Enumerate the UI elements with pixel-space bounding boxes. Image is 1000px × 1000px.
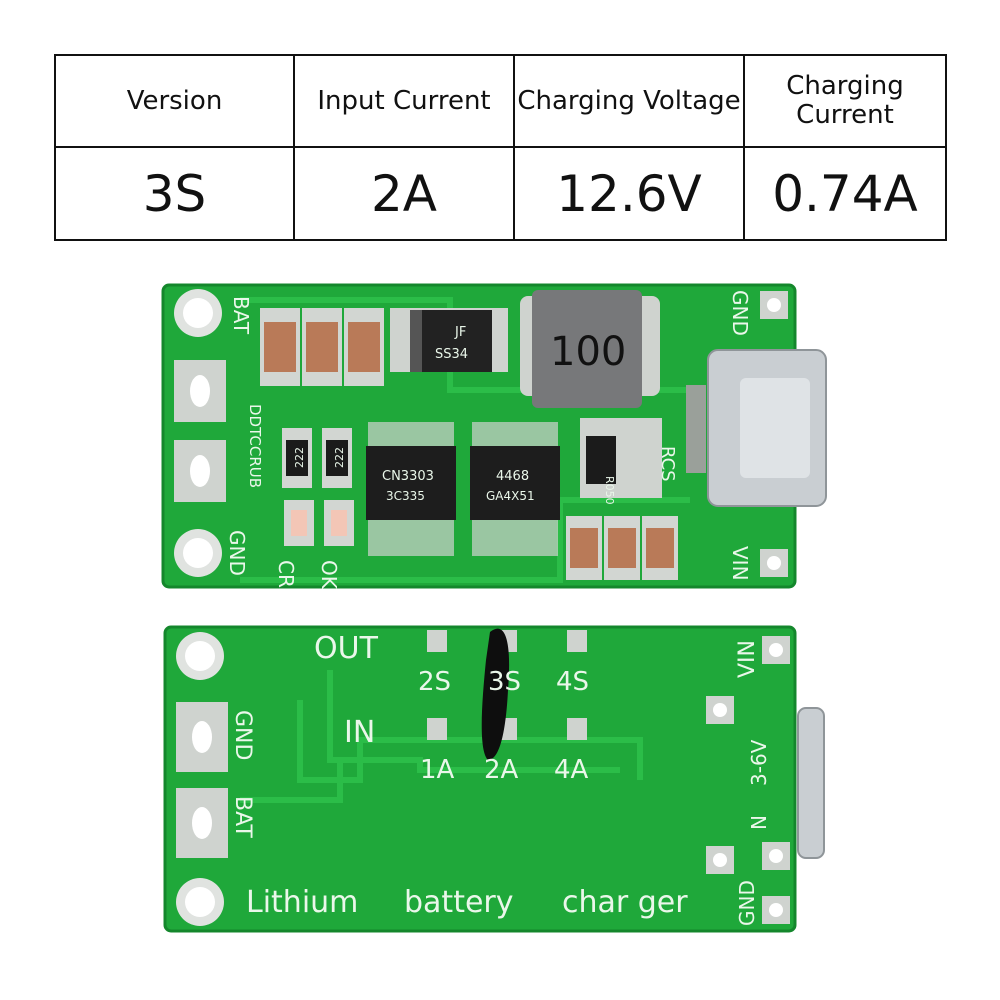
bottom-label-4s: 4S — [556, 667, 589, 697]
bottom-label-vin: VIN — [735, 640, 760, 678]
top-label-vin: VIN — [728, 546, 752, 581]
bottom-label-4a: 4A — [554, 755, 589, 785]
bottom-label-out: OUT — [314, 631, 379, 666]
bottom-slogan-3: char ger — [562, 885, 688, 920]
value-charging-voltage: 12.6V — [513, 146, 745, 241]
value-version: 3S — [54, 146, 295, 241]
top-label-gnd-left: GND — [225, 530, 249, 576]
bottom-label-2a: 2A — [484, 755, 519, 785]
capacitor-group-top — [260, 308, 384, 386]
diode-marking-2: SS34 — [435, 347, 468, 362]
top-label-ok: OK — [317, 560, 341, 590]
top-label-cr: CR — [274, 560, 298, 588]
bottom-slogan-2: battery — [404, 885, 514, 920]
header-charging-current: Charging Current — [743, 54, 947, 148]
board-top: JF SS34 100 222 222 CN3303 — [161, 283, 827, 590]
diode-marking-1: JF — [454, 325, 466, 340]
bottom-label-gnd-left: GND — [230, 710, 255, 760]
chip-cn3303: CN3303 3C335 — [366, 422, 456, 556]
bottom-slogan-1: Lithium — [246, 885, 358, 920]
spec-table-value-row: 3S 2A 12.6V 0.74A — [54, 146, 947, 241]
header-input-current: Input Current — [293, 54, 515, 148]
bottom-label-1a: 1A — [420, 755, 455, 785]
inductor: 100 — [520, 290, 660, 408]
bottom-label-gnd-right: GND — [735, 880, 759, 926]
top-label-gnd-right: GND — [728, 290, 752, 336]
bottom-label-in: IN — [344, 715, 375, 750]
chip-4468: 4468 GA4X51 — [470, 422, 560, 556]
bottom-label-2s: 2S — [418, 667, 451, 697]
diode-ss34: JF SS34 — [390, 308, 508, 372]
solder-bridge — [481, 628, 510, 760]
resistor-pair: 222 222 — [282, 428, 352, 488]
value-input-current: 2A — [293, 146, 515, 241]
bottom-label-bat: BAT — [230, 796, 255, 838]
inductor-marking: 100 — [550, 329, 626, 375]
resistor-marking-1: 222 — [293, 447, 306, 468]
header-charging-voltage: Charging Voltage — [513, 54, 745, 148]
bottom-label-n: N — [747, 815, 771, 830]
spec-table-header-row: Version Input Current Charging Voltage C… — [54, 54, 947, 148]
spec-table: Version Input Current Charging Voltage C… — [54, 54, 947, 241]
chip2-marking-2: GA4X51 — [486, 489, 535, 503]
sense-resistor: R050 — [580, 418, 662, 505]
usb-c-connector — [686, 349, 827, 507]
chip1-marking-2: 3C335 — [386, 489, 425, 503]
top-label-rcs: RCS — [657, 446, 678, 482]
capacitor-group-bottom — [566, 516, 678, 580]
sense-resistor-marking: R050 — [603, 476, 616, 505]
top-label-bat: BAT — [229, 296, 253, 335]
resistor-marking-2: 222 — [333, 447, 346, 468]
chip2-marking-1: 4468 — [496, 469, 529, 484]
chip1-marking-1: CN3303 — [382, 469, 434, 484]
value-charging-current: 0.74A — [743, 146, 947, 241]
header-version: Version — [54, 54, 295, 148]
bottom-label-3s: 3S — [488, 667, 521, 697]
bottom-label-range: 3-6V — [747, 739, 771, 786]
top-label-model: DDTCCRUB — [246, 404, 264, 488]
board-bottom: OUT IN 2S 3S 4S 1A 2A 4A GND BAT VIN 3-6… — [163, 625, 825, 933]
